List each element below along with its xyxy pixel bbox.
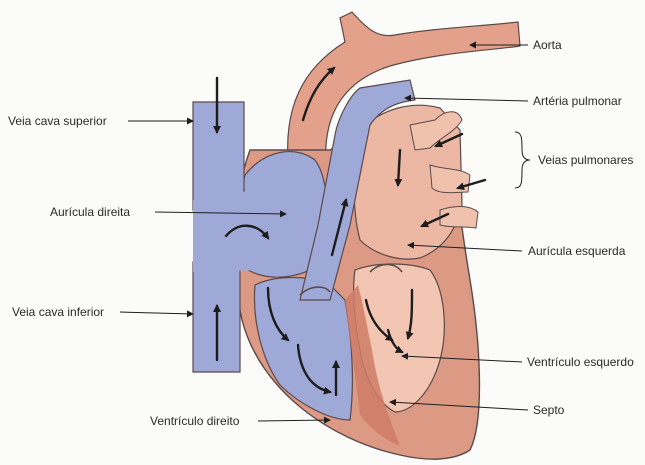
label-veia-cava-superior: Veia cava superior <box>8 114 107 128</box>
label-arteria-pulmonar: Artéria pulmonar <box>533 94 622 108</box>
label-auricula-direita: Aurícula direita <box>50 205 130 219</box>
pulmonary-vein-middle <box>430 165 470 193</box>
pulmonary-vein-lower <box>440 206 478 228</box>
leader-arteria-pulmonar <box>405 98 528 101</box>
brace-veias-pulmonares <box>515 132 530 188</box>
label-veia-cava-inferior: Veia cava inferior <box>12 305 104 319</box>
label-auricula-esquerda: Aurícula esquerda <box>528 244 626 258</box>
cava-junction <box>193 190 262 272</box>
label-veias-pulmonares: Veias pulmonares <box>538 153 633 167</box>
label-ventriculo-direito: Ventrículo direito <box>150 414 240 428</box>
leader-veia-cava-inferior <box>120 312 193 314</box>
label-aorta: Aorta <box>533 38 562 52</box>
label-ventriculo-esquerdo: Ventrículo esquerdo <box>527 355 634 369</box>
label-septo: Septo <box>533 403 565 417</box>
